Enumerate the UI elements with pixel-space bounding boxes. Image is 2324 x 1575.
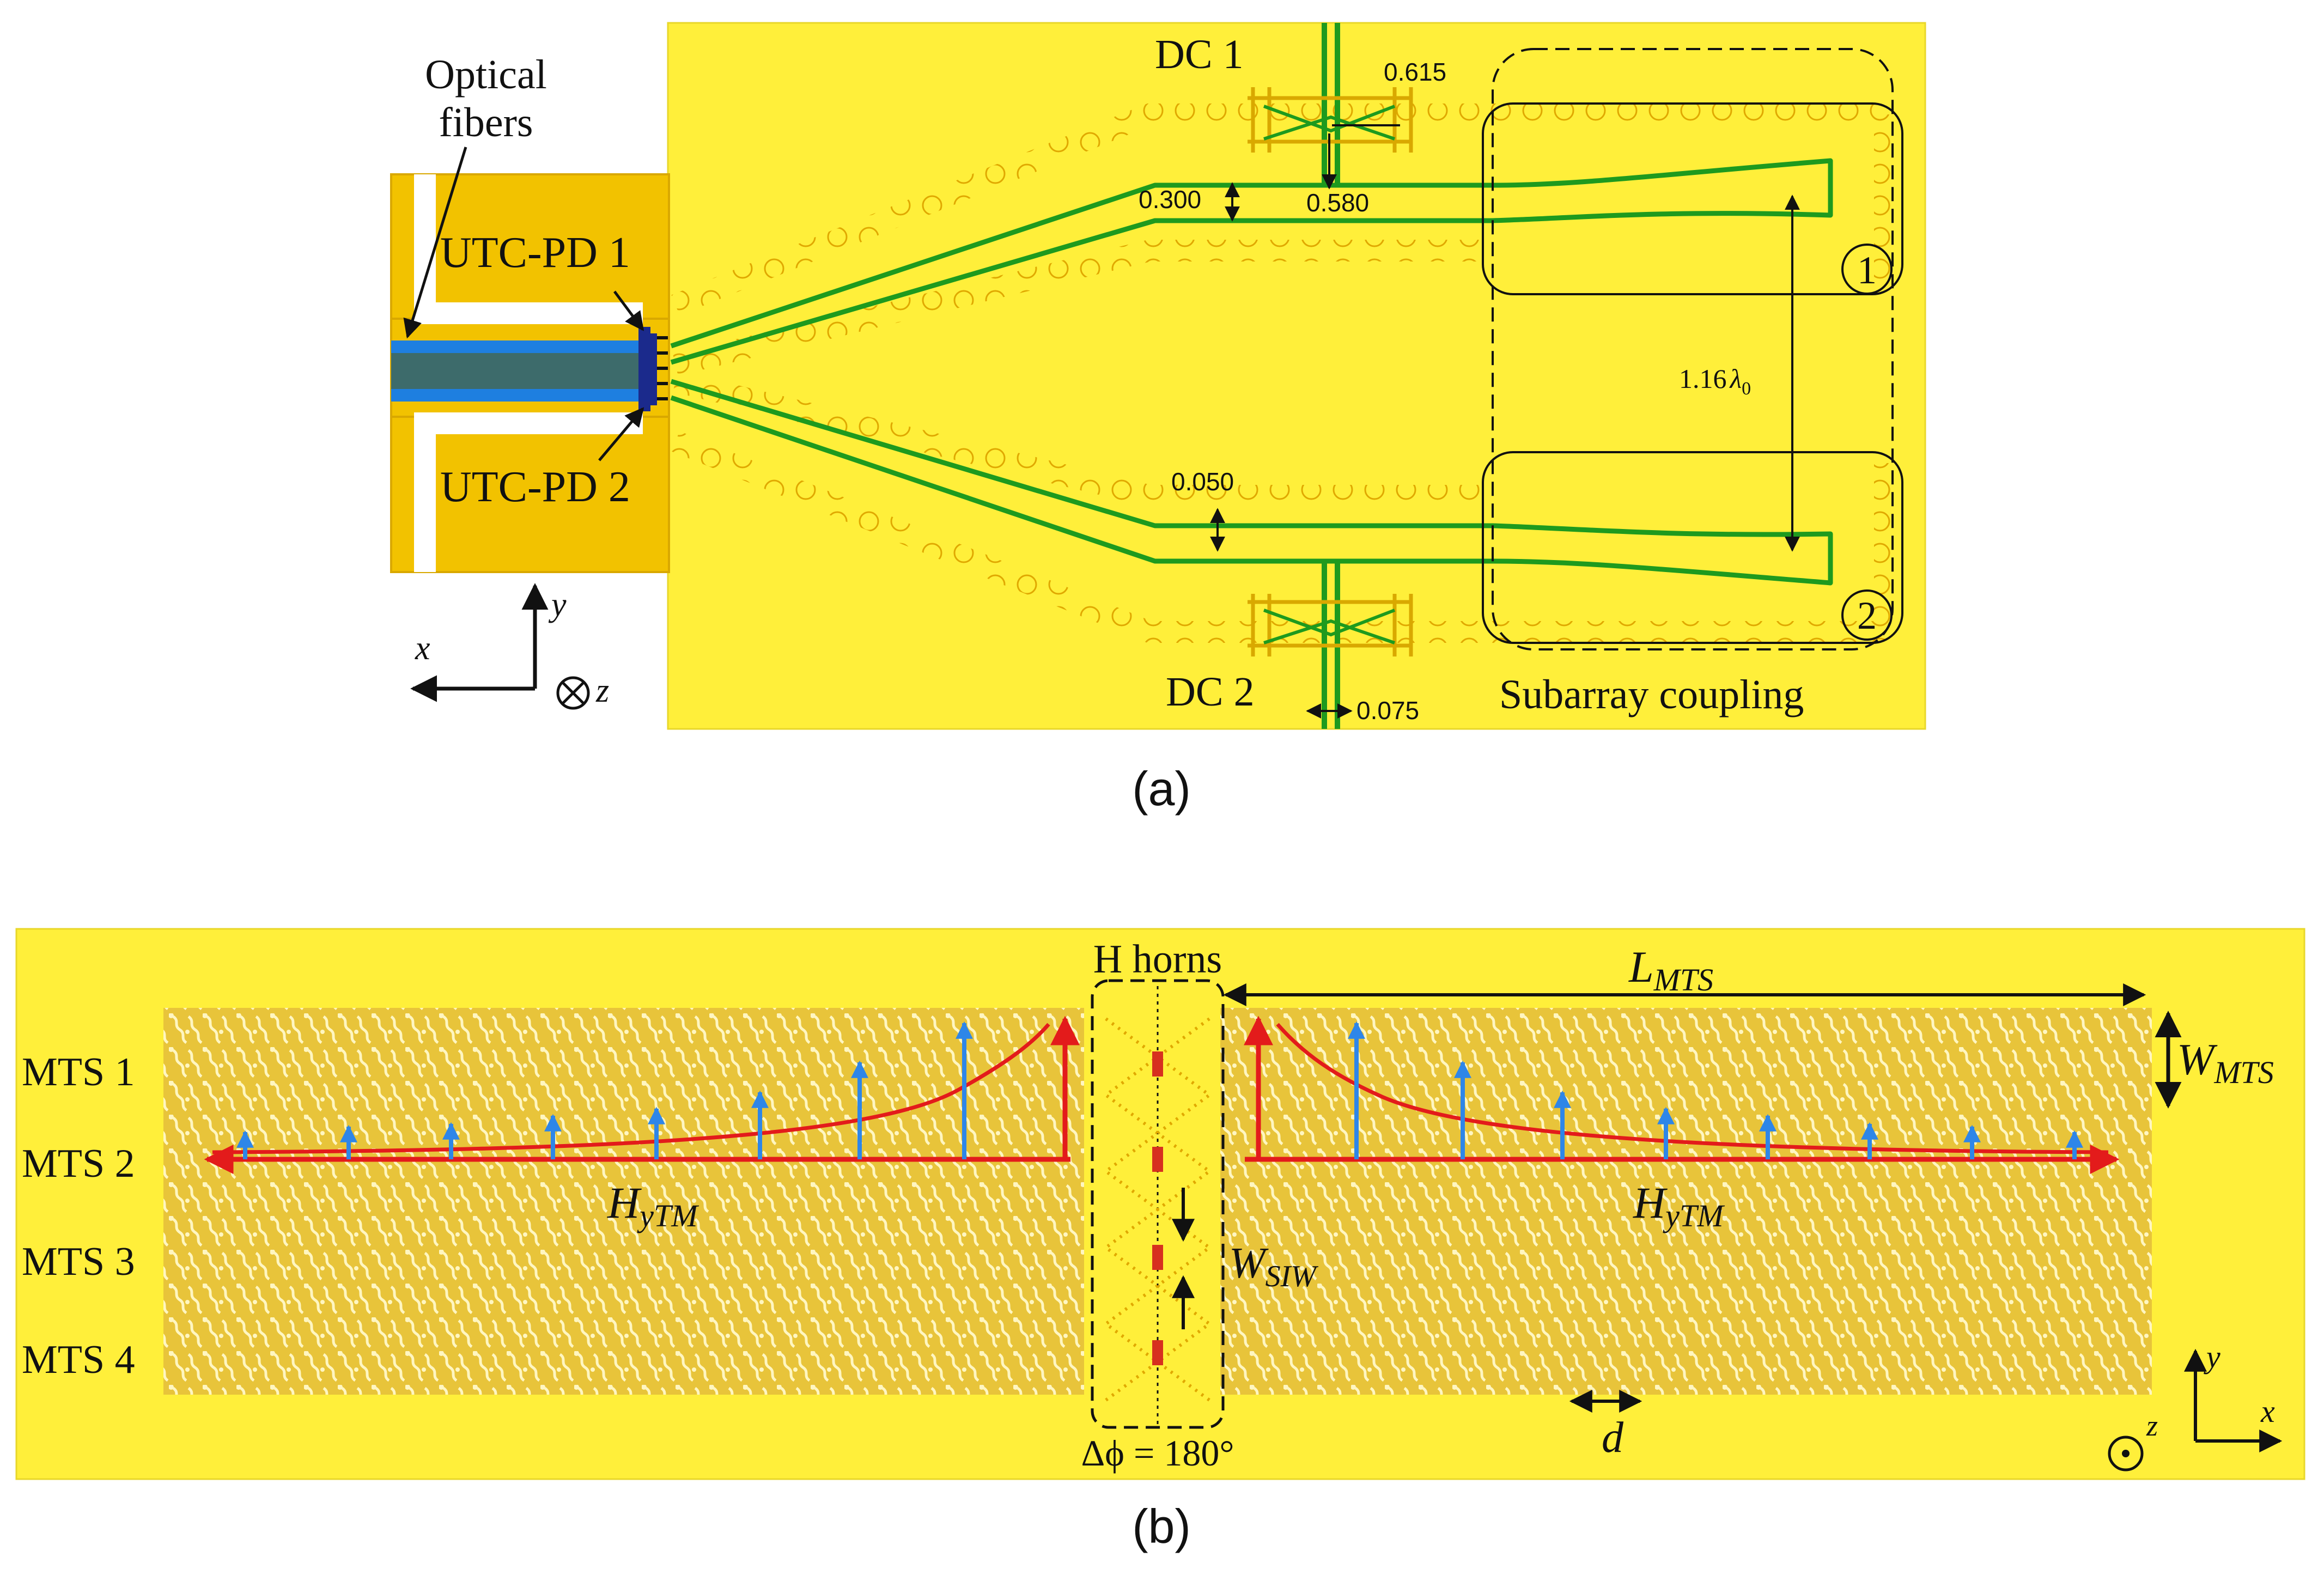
siw-feed-3: [1152, 1245, 1163, 1270]
decay-curve-right: [1276, 1023, 2109, 1154]
optical-fibers-label-2: fibers: [439, 100, 533, 145]
dc1-line-a: [1322, 23, 1327, 186]
subarray-coupling-outline: [1492, 48, 1894, 650]
axis-a-z-label: z: [595, 672, 609, 709]
pd-contacts: [657, 336, 668, 400]
panel-b: LMTS WMTS H horns WSIW HyTM HyTM Δϕ = 18…: [15, 928, 2305, 1553]
gap-bottom: [414, 412, 643, 434]
siw-feed-4: [1152, 1340, 1163, 1365]
utc-pd-2-pointer: [598, 407, 644, 461]
via-row-lower-outer: [671, 431, 1885, 643]
optical-fibers-label-1: Optical: [425, 52, 547, 98]
axis-a-z-cross: [562, 682, 585, 704]
horn-vias: [1103, 1017, 1213, 1402]
d-label: d: [1602, 1414, 1624, 1462]
utc-pd-2-label: UTC-PD 2: [440, 463, 630, 511]
utc-pd-1-pointer: [613, 290, 644, 331]
field-arrows-right: [1348, 1021, 2083, 1159]
dc2-label: DC 2: [1166, 669, 1255, 715]
slot-top: [414, 174, 436, 319]
via-row-lower-inner: [673, 370, 1482, 507]
caption-a: (a): [1132, 762, 1191, 816]
pad-bottom: [390, 416, 670, 573]
pd-mount: [390, 173, 670, 573]
mts-array-left: [163, 1008, 1084, 1395]
utc-pd-chip-border: [650, 333, 657, 405]
feed-traces: [670, 158, 1833, 586]
via-row-upper-outer: [671, 104, 1885, 315]
axis-b-x-label: x: [2260, 1394, 2275, 1429]
axis-b-z-dot: [2122, 1450, 2130, 1457]
dim-0300: 0.300: [1139, 185, 1201, 214]
mts-array-right: [1220, 1008, 2152, 1395]
mts-4-label: MTS 4: [22, 1337, 135, 1382]
hytm-right-label: HyTM: [1633, 1178, 1725, 1233]
axis-a-z-symbol: [556, 676, 590, 710]
dc1-label: DC 1: [1155, 32, 1244, 77]
wsiw-label: WSIW: [1229, 1239, 1318, 1293]
phase-label: Δϕ = 180°: [1081, 1432, 1234, 1474]
h-horns-box: [1091, 979, 1225, 1429]
axes-b: y x z: [2108, 1339, 2283, 1471]
slot-bottom: [414, 430, 436, 572]
siw-feed-1: [1152, 1051, 1163, 1077]
dim-0050: 0.050: [1171, 467, 1234, 496]
axis-b-y-label: y: [2204, 1339, 2220, 1375]
siw-feed-2: [1152, 1147, 1163, 1172]
subarray-coupling-label: Subarray coupling: [1499, 672, 1804, 717]
lmts-label: LMTS: [1628, 942, 1713, 998]
optical-fibers-pointer: [403, 147, 467, 339]
mts-2-label: MTS 2: [22, 1141, 135, 1186]
port-2-label: 2: [1857, 594, 1877, 637]
axis-a-x-label: x: [415, 630, 430, 667]
utc-pd-chip: [638, 327, 650, 411]
dc2-bias-network: [1248, 561, 1413, 729]
pad-top: [390, 173, 670, 320]
trace-1-upper: [670, 158, 1833, 365]
dc1-green-stubs: [1263, 105, 1396, 141]
mts-3-label: MTS 3: [22, 1239, 135, 1284]
dim-0580: 0.580: [1306, 188, 1369, 217]
wmts-label: WMTS: [2177, 1035, 2274, 1090]
dc1-line-b: [1335, 23, 1340, 186]
port-2-circle: [1841, 589, 1893, 641]
via-row-upper-inner: [673, 240, 1482, 376]
axes-a: y x z: [410, 583, 609, 710]
subarray-1-box: [1482, 102, 1903, 295]
port-1-circle: [1841, 244, 1893, 295]
axis-a-y-label: y: [548, 586, 567, 623]
hytm-left-label: HyTM: [607, 1178, 699, 1233]
dim-0615: 0.615: [1384, 58, 1446, 86]
gap-top: [414, 302, 643, 324]
h-horns-label: H horns: [1093, 937, 1222, 982]
subarray-2-box: [1482, 451, 1903, 644]
dc2-filter: [1248, 594, 1413, 656]
trace-2-lower: [670, 379, 1833, 586]
caption-b: (b): [1132, 1499, 1191, 1553]
utc-pd-1-label: UTC-PD 1: [440, 229, 630, 277]
via-rows: [671, 104, 1896, 643]
decay-curve-left: [212, 1023, 1050, 1154]
axis-b-z-label: z: [2146, 1409, 2158, 1442]
port-1-label: 1: [1857, 248, 1877, 292]
fiber-core: [391, 353, 643, 389]
dc2-green-stubs: [1263, 609, 1396, 644]
dim-0075: 0.075: [1356, 696, 1419, 725]
axis-b-z-symbol: [2108, 1436, 2144, 1471]
mts-1-label: MTS 1: [22, 1050, 135, 1094]
field-arrows-left: [236, 1021, 973, 1159]
